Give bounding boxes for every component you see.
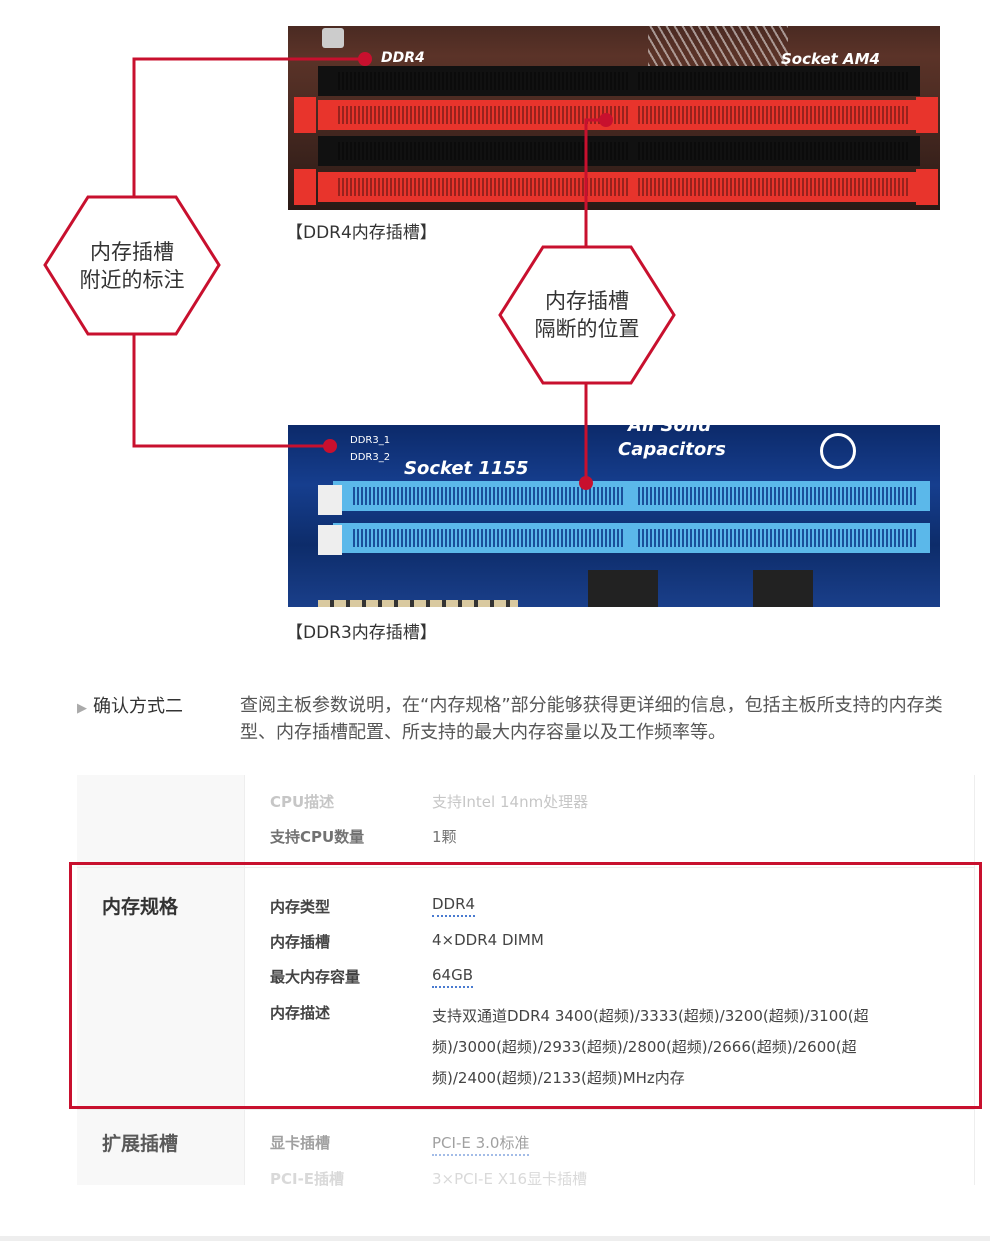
spec-label: 内存类型 <box>270 898 331 916</box>
triangle-bullet-icon: ▶ <box>77 701 87 716</box>
callout-hexagon-label-position: 内存插槽附近的标注 <box>43 195 221 336</box>
socket-am4-label: Socket AM4 <box>781 50 880 68</box>
callout-line2: 附近的标注 <box>79 267 185 292</box>
spec-table: CPU描述 支持Intel 14nm处理器 支持CPU数量 1颗 内存规格 内存… <box>77 775 975 1188</box>
ddr4-caption: 【DDR4内存插槽】 <box>286 223 437 243</box>
ddr3-motherboard-photo: DDR3_1 DDR3_2 Socket 1155 All Solid Capa… <box>288 425 940 607</box>
memory-spec-highlight-box <box>69 862 982 1109</box>
method-description: 查阅主板参数说明，在“内存规格”部分能够获得更详细的信息，包括主板所支持的内存类… <box>240 695 943 743</box>
spec-label: 内存插槽 <box>270 933 331 951</box>
bottom-divider <box>0 1236 990 1241</box>
max-memory-link[interactable]: 64GB <box>432 966 474 988</box>
spec-label: CPU描述 <box>270 793 335 811</box>
memory-type-link[interactable]: DDR4 <box>432 895 476 917</box>
ddr4-motherboard-photo: DDR4 Socket AM4 <box>288 26 940 210</box>
spec-value: 支持Intel 14nm处理器 <box>432 793 589 811</box>
spec-label: 显卡插槽 <box>270 1134 331 1152</box>
method-heading: ▶ 确认方式二 <box>77 692 183 718</box>
expansion-spec-group: 扩展插槽 <box>102 1133 179 1155</box>
spec-value: 3×PCI-E X16显卡插槽 <box>432 1170 588 1188</box>
ddr4-board-label: DDR4 <box>381 50 425 66</box>
spec-value: 1颗 <box>432 828 457 846</box>
ddr3-caption: 【DDR3内存插槽】 <box>286 623 437 643</box>
ddr3-slot2-label: DDR3_2 <box>350 452 391 463</box>
method-label: 确认方式二 <box>93 696 183 717</box>
spec-label: 支持CPU数量 <box>270 828 365 846</box>
ddr3-slot1-label: DDR3_1 <box>350 435 391 446</box>
gpu-slot-link[interactable]: PCI-E 3.0标准 <box>432 1134 530 1156</box>
spec-value: 支持双通道DDR4 3400(超频)/3333(超频)/3200(超频)/310… <box>432 1007 869 1087</box>
callout-line1: 内存插槽 <box>90 239 174 264</box>
callout-line2: 隔断的位置 <box>534 317 640 341</box>
memory-spec-group: 内存规格 <box>102 896 179 918</box>
spec-label: 内存描述 <box>270 1004 331 1022</box>
spec-label: PCI-E插槽 <box>270 1170 345 1188</box>
socket-1155-label: Socket 1155 <box>404 458 529 479</box>
callout-hexagon-gap-position: 内存插槽隔断的位置 <box>498 245 676 385</box>
all-solid-label: All Solid <box>628 425 712 436</box>
spec-value: 4×DDR4 DIMM <box>432 931 544 949</box>
callout-line1: 内存插槽 <box>545 289 629 313</box>
spec-label: 最大内存容量 <box>270 968 361 986</box>
capacitors-label: Capacitors <box>618 439 726 460</box>
